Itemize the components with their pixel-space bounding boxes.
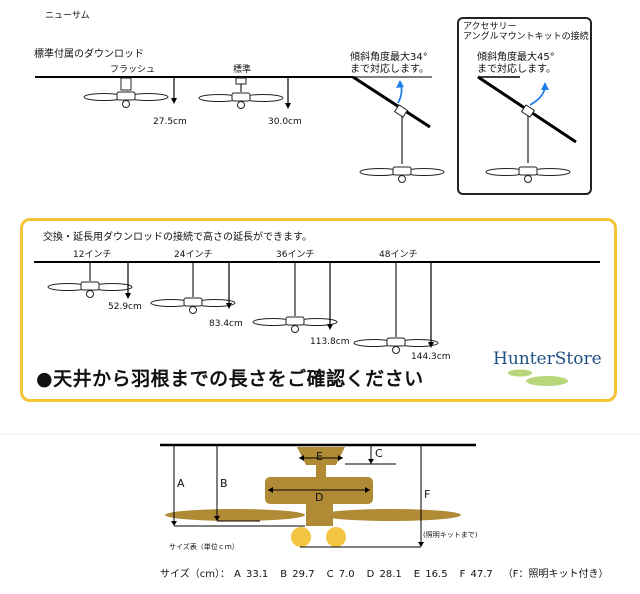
angled-fan-34 [359,166,445,183]
dim-letter-a: A [177,477,185,490]
dim-12in: 52.9cm [108,302,142,312]
standard-dim-arrowhead [285,103,291,109]
tilt-34-text-2: まで対応します。 [350,64,429,75]
sizes-suffix: （F：照明キット付き） [502,569,609,580]
dim-arrowhead-a [171,521,177,526]
logo-leaf-small [508,369,532,377]
fan-blade-left [165,509,305,521]
size-c: C 7.0 [326,569,355,580]
accessory-box [457,17,592,195]
standard-fan [198,92,284,109]
light-globe-left [291,527,311,547]
logo-leaf-large [526,376,568,386]
size-d: D 28.1 [366,569,402,580]
dim-arrowhead-d-left [268,487,273,493]
accessory-subtitle: アングルマウントキットの接続 [463,32,589,42]
dim-24in: 83.4cm [209,319,243,329]
size-f: F 47.7 [459,569,493,580]
flush-dim-label: 27.5cm [153,117,187,127]
dim-arrowhead-b [214,516,220,521]
size-e: E 16.5 [413,569,448,580]
angled-canopy-34 [393,104,409,118]
label-12in: 12インチ [73,250,112,260]
standard-downrod-title: 標準付属のダウンロッド [34,49,144,60]
sloped-ceiling-34 [352,75,431,129]
flush-dim-arrowhead [171,98,177,104]
size-table-row: サイズ（cm）：A 33.1 B 29.7 C 7.0 D 28.1 E 16.5 F 4… [160,570,609,580]
fan-switch-housing-wood [306,504,333,526]
sizes-prefix: サイズ（cm）： [160,569,230,580]
tilt-45-text: 傾斜角度最大45° [477,52,555,63]
dim-arrowhead-d-right [365,487,370,493]
size-b: B 29.7 [280,569,315,580]
dim-arrowhead-f [418,542,424,547]
size-a: A 33.1 [233,569,269,580]
hunterstore-logo: HunterStore [493,349,602,369]
tilt-arrowhead-45 [541,82,549,90]
fan-downrod-wood [316,465,326,477]
angled-canopy-45 [520,104,536,118]
dim-48in: 144.3cm [411,352,451,362]
check-length-notice: ●天井から羽根までの長さをご確認ください [36,368,424,390]
fan-blade-right [321,509,461,521]
label-36in: 36インチ [276,250,315,260]
light-globe-right [326,527,346,547]
extension-title: 交換・延長用ダウンロッドの接続で高さの延長ができます。 [43,232,312,243]
fan-canopy-wood [297,447,345,465]
dim-arrowhead-48in [428,342,434,348]
dim-letter-e: E [316,450,323,463]
size-table-unit-note: サイズ表（単位ｃｍ） [169,543,239,551]
dim-letter-d: D [315,491,324,504]
dim-arrowhead-e-right [338,455,343,461]
dim-letter-c: C [375,447,383,460]
brand-label: ニューサム [45,11,90,21]
extension-box [20,218,617,402]
standard-canopy [235,77,247,85]
flush-fan [83,91,169,108]
dim-arrowhead-e-left [299,455,304,461]
standard-label: 標準 [233,65,252,75]
flush-mount-canopy [120,77,132,91]
dim-arrowhead-36in [327,324,333,330]
label-24in: 24インチ [174,250,213,260]
label-48in: 48インチ [379,250,418,260]
standard-dim-label: 30.0cm [268,117,302,127]
light-kit-note: (照明キットまで) [423,531,478,539]
dim-arrowhead-24in [226,303,232,309]
dim-36in: 113.8cm [310,337,350,347]
tilt-45-text-2: まで対応します。 [477,64,556,75]
dim-arrowhead-12in [125,293,131,299]
dim-letter-b: B [220,477,228,490]
accessory-title: アクセサリー [463,22,517,32]
dim-arrowhead-c [368,459,374,464]
tilt-arrowhead-34 [396,80,404,88]
flush-label: フラッシュ [110,65,156,75]
tilt-34-text: 傾斜角度最大34° [350,52,428,63]
dim-letter-f: F [424,488,431,501]
